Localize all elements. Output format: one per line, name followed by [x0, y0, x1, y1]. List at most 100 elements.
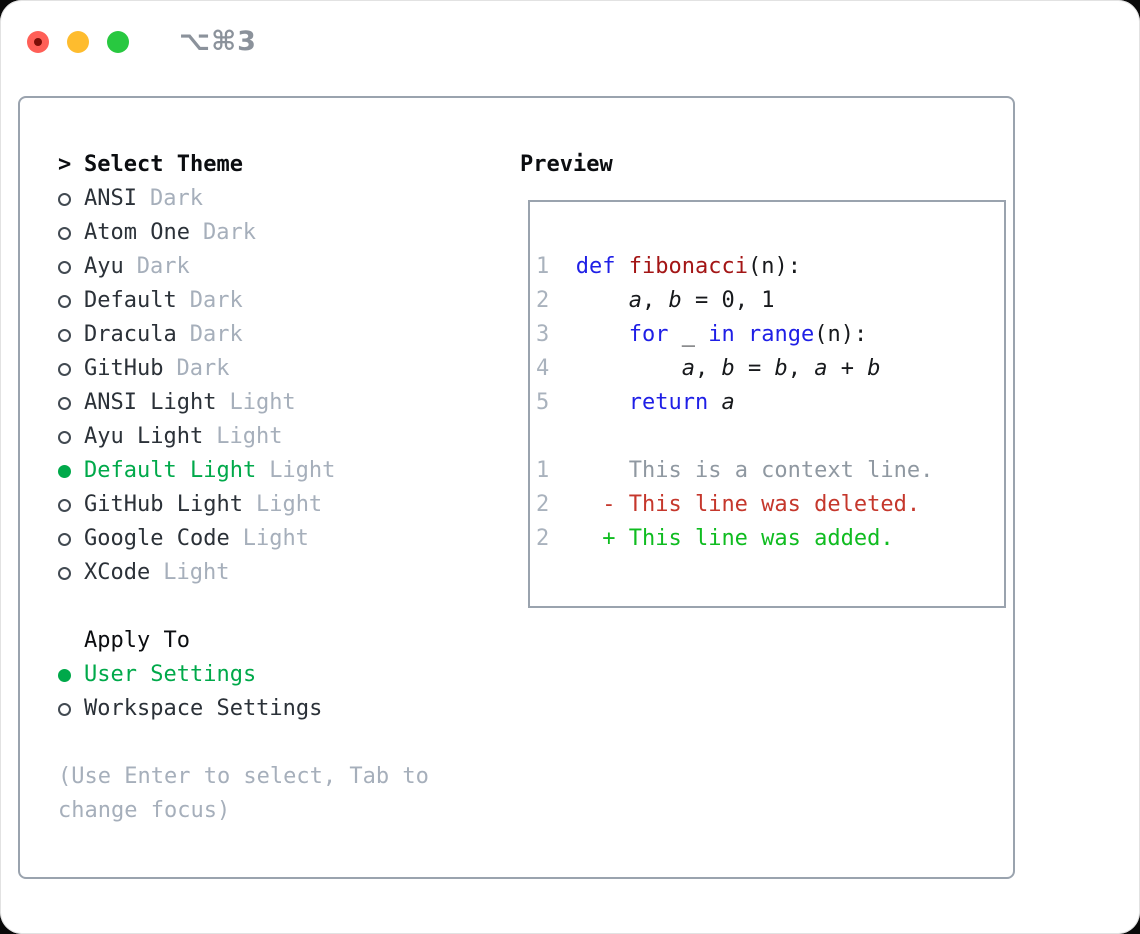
radio-selected-icon: [58, 464, 71, 478]
radio-cell: [58, 260, 84, 274]
window-shortcut-label: ⌥⌘3: [179, 26, 257, 57]
code-segment-kw: range: [747, 322, 815, 347]
code-segment-v: a: [721, 390, 735, 415]
theme-option[interactable]: ANSI Light Light: [58, 386, 520, 420]
preview-line: 3 for _ in range(n):: [536, 318, 1004, 352]
code-segment-v: b: [774, 356, 788, 381]
option-label: Ayu Light: [84, 424, 204, 449]
option-label: Default: [84, 288, 177, 313]
radio-cell: [58, 430, 84, 444]
keyboard-hint: (Use Enter to select, Tab to change focu…: [58, 764, 429, 823]
code-segment-num: 5: [536, 390, 550, 415]
radio-icon: [58, 396, 71, 410]
option-label: GitHub: [84, 356, 164, 381]
theme-variant-label: Dark: [189, 322, 243, 347]
preview-title: Preview: [520, 152, 613, 177]
theme-variant-label: Dark: [136, 254, 190, 279]
theme-variant-label: Dark: [189, 288, 243, 313]
close-dot-icon: [34, 37, 42, 46]
option-label: Dracula: [84, 322, 177, 347]
option-label: Ayu: [84, 254, 124, 279]
select-theme-title-text: Select Theme: [84, 152, 243, 177]
close-button[interactable]: [27, 30, 49, 53]
radio-cell: [58, 464, 84, 478]
code-segment-p: [549, 492, 602, 517]
code-segment-v: b: [668, 288, 682, 313]
code-segment-num: 1: [536, 254, 550, 279]
code-segment-fn: fibonacci: [628, 254, 748, 279]
apply-to-title: Apply To: [84, 628, 190, 653]
minimize-button[interactable]: [67, 30, 89, 53]
apply-to-option[interactable]: User Settings: [58, 658, 520, 692]
theme-variant-label: Light: [229, 390, 296, 415]
radio-icon: [58, 498, 71, 512]
code-segment-p: _: [668, 322, 709, 347]
code-segment-del: - This line was deleted.: [602, 492, 921, 517]
preview-column: Preview 1 def fibonacci(n):2 a, b = 0, 1…: [520, 148, 1006, 877]
maximize-button[interactable]: [107, 30, 129, 53]
radio-cell: [58, 566, 84, 580]
preview-line: 5 return a: [536, 386, 1004, 420]
apply-to-option[interactable]: Workspace Settings: [58, 692, 520, 726]
preview-line: [536, 420, 1004, 454]
code-segment-p: [549, 526, 602, 551]
code-segment-v: a: [681, 356, 695, 381]
theme-variant-label: Light: [242, 526, 309, 551]
code-segment-v: a: [814, 356, 828, 381]
radio-cell: [58, 362, 84, 376]
radio-icon: [58, 430, 71, 444]
code-segment-kw: return: [628, 390, 709, 415]
theme-option[interactable]: Google Code Light: [58, 522, 520, 556]
spacer: [58, 726, 520, 760]
code-segment-p: [549, 254, 576, 279]
code-segment-v: b: [721, 356, 735, 381]
code-segment-p: +: [827, 356, 868, 381]
radio-icon: [58, 260, 71, 274]
radio-icon: [58, 192, 71, 206]
option-label: XCode: [84, 560, 151, 585]
code-segment-v: a: [628, 288, 642, 313]
radio-icon: [58, 294, 71, 308]
theme-option[interactable]: Dracula Dark: [58, 318, 520, 352]
option-label: Atom One: [84, 220, 190, 245]
theme-option[interactable]: Ayu Light Light: [58, 420, 520, 454]
option-label: Google Code: [84, 526, 230, 551]
code-segment-num: 1: [536, 458, 550, 483]
option-label: User Settings: [84, 662, 257, 687]
code-segment-p: [549, 458, 628, 483]
code-segment-p: ,: [694, 356, 722, 381]
radio-cell: [58, 396, 84, 410]
theme-option[interactable]: Default Dark: [58, 284, 520, 318]
theme-variant-label: Light: [255, 492, 323, 517]
option-label: ANSI Light: [84, 390, 217, 415]
theme-option[interactable]: GitHub Dark: [58, 352, 520, 386]
code-segment-num: 2: [536, 526, 550, 551]
radio-cell: [58, 192, 84, 206]
code-segment-p: [549, 390, 628, 415]
theme-variant-label: Dark: [176, 356, 230, 381]
preview-line: 2 - This line was deleted.: [536, 488, 1004, 522]
code-segment-p: ,: [641, 288, 669, 313]
radio-cell: [58, 328, 84, 342]
code-segment-p: [549, 322, 628, 347]
titlebar: ⌥⌘3: [27, 26, 257, 57]
option-label: ANSI: [84, 186, 137, 211]
option-label: Workspace Settings: [84, 696, 323, 721]
theme-variant-label: Light: [216, 424, 283, 449]
spacer: [58, 590, 520, 624]
code-segment-p: [708, 390, 721, 415]
code-segment-kw: for: [628, 322, 669, 347]
theme-option[interactable]: Ayu Dark: [58, 250, 520, 284]
radio-cell: [58, 668, 84, 682]
radio-cell: [58, 226, 84, 240]
